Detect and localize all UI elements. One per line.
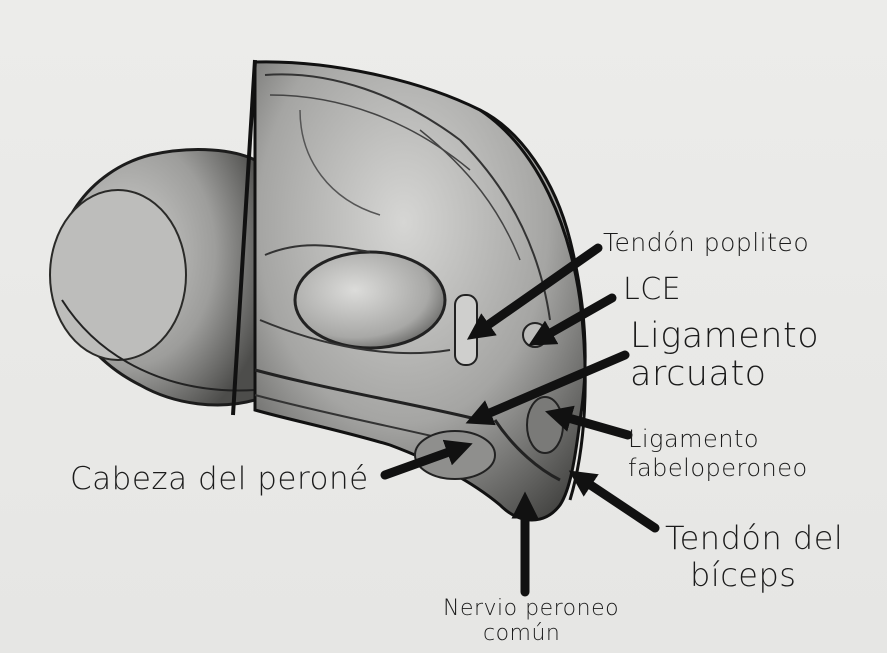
femoral-condyle — [50, 150, 255, 405]
label-ligamento-fabeloperoneo-line2: fabeloperoneo — [628, 454, 808, 483]
label-ligamento-arcuato: Ligamento arcuato — [630, 318, 819, 394]
label-tendon-del-biceps-line1: Tendón del — [665, 520, 843, 557]
label-nervio-peroneo-comun: Nervio peroneo común — [443, 596, 619, 647]
label-ligamento-fabeloperoneo: Ligamento fabeloperoneo — [628, 425, 808, 483]
label-cabeza-del-perone: Cabeza del peroné — [70, 463, 369, 496]
label-nervio-peroneo-line1: Nervio peroneo — [443, 596, 619, 621]
label-ligamento-arcuato-line1: Ligamento — [630, 318, 819, 356]
label-tendon-del-biceps-line2: bíceps — [665, 557, 843, 594]
label-nervio-peroneo-line2: común — [443, 621, 619, 646]
label-tendon-del-biceps: Tendón del bíceps — [665, 520, 843, 594]
label-tendon-popliteo: Tendón popliteo — [603, 229, 809, 256]
label-lce: LCE — [623, 274, 681, 306]
label-ligamento-arcuato-line2: arcuato — [630, 356, 819, 394]
label-ligamento-fabeloperoneo-line1: Ligamento — [628, 425, 808, 454]
arrow-tendon-del-biceps — [580, 478, 655, 528]
